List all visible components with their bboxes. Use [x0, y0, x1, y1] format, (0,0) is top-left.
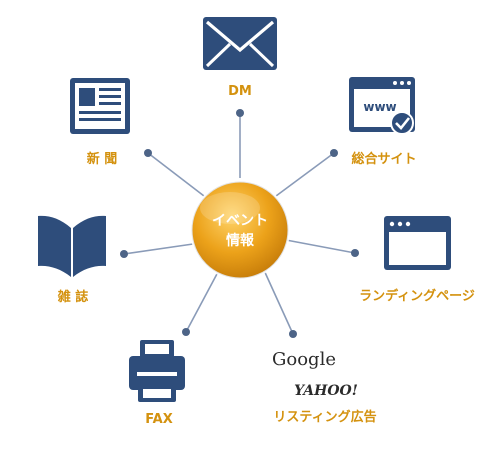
hub-title-line2: 情報: [226, 232, 255, 249]
spoke-dots: [120, 109, 359, 338]
channel-newspaper: 新 聞: [70, 78, 130, 167]
label-portal: 総合サイト: [351, 151, 416, 167]
dot-dm: [236, 109, 244, 117]
spoke-portal: [275, 152, 335, 197]
channel-dm: DM: [203, 17, 277, 99]
label-landing: ランディングページ: [359, 288, 475, 304]
spoke-fax: [185, 271, 219, 333]
channel-portal: www 総合サイト: [349, 77, 417, 167]
channel-landing: ランディングページ: [359, 216, 475, 304]
dot-portal: [330, 149, 338, 157]
channel-fax: FAX: [129, 340, 185, 427]
label-fax: FAX: [145, 412, 172, 427]
envelope-icon: [203, 17, 277, 70]
dot-newspaper: [144, 149, 152, 157]
channel-listing-ads: Google YAHOO! リスティング広告: [272, 349, 377, 425]
svg-text:www: www: [363, 100, 396, 114]
label-listing-ads: リスティング広告: [273, 409, 376, 425]
center-hub: イベント 情報: [190, 180, 290, 280]
spoke-newspaper: [147, 152, 205, 197]
hub-title-line1: イベント: [212, 213, 268, 229]
spoke-landing: [285, 239, 356, 254]
spoke-magazine: [123, 243, 194, 255]
website-www-icon: www: [349, 77, 415, 135]
spoke-listing: [262, 267, 294, 335]
brand-google: Google: [272, 349, 336, 370]
channel-magazine: 雑 誌: [38, 215, 106, 305]
open-book-icon: [38, 215, 106, 277]
dot-landing: [351, 249, 359, 257]
label-dm: DM: [228, 84, 252, 99]
dot-magazine: [120, 250, 128, 258]
spokes: [123, 113, 356, 335]
dot-fax: [182, 328, 190, 336]
label-magazine: 雑 誌: [57, 289, 89, 305]
fax-machine-icon: [129, 340, 185, 402]
dot-listing: [289, 330, 297, 338]
newspaper-icon: [70, 78, 130, 134]
brand-yahoo: YAHOO!: [294, 383, 358, 399]
label-newspaper: 新 聞: [87, 151, 118, 167]
browser-window-icon: [384, 216, 451, 270]
